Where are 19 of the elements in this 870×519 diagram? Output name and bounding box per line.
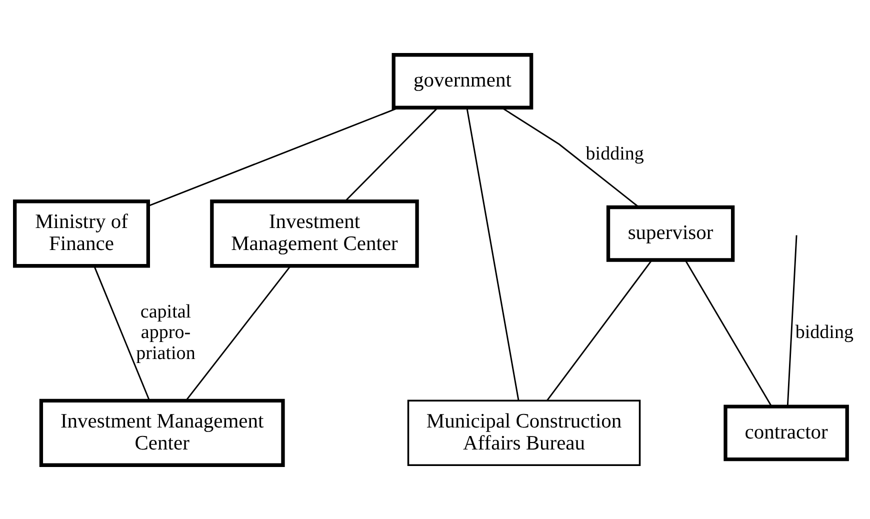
- edge-label: bidding: [795, 322, 854, 343]
- connector: [786, 234, 798, 406]
- connector: [684, 259, 772, 406]
- edge-label: capital appro- priation: [136, 301, 196, 364]
- connector: [466, 107, 520, 400]
- node-box: Investment Management Center: [210, 199, 419, 268]
- edge-label: bidding: [586, 142, 644, 164]
- connector: [546, 259, 652, 400]
- node-box: Municipal Construction Affairs Bureau: [407, 399, 641, 466]
- node-box: Ministry of Finance: [13, 199, 150, 268]
- node-box: supervisor: [606, 204, 735, 262]
- node-box: contractor: [724, 404, 849, 461]
- node-box: Investment Management Center: [39, 398, 285, 466]
- connector: [94, 265, 150, 400]
- connector: [148, 106, 399, 206]
- connector: [344, 107, 438, 201]
- connector: [501, 106, 640, 208]
- node-box: government: [392, 52, 534, 109]
- connector: [186, 265, 291, 400]
